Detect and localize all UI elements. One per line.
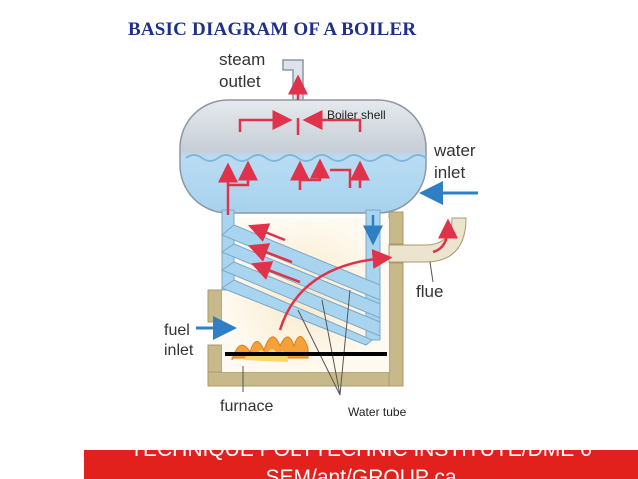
label-furnace: furnace xyxy=(220,398,274,415)
steam-flow-arrows xyxy=(218,74,458,331)
label-inlet: inlet xyxy=(434,163,466,182)
boiler-shell xyxy=(179,99,427,214)
label-water: water xyxy=(434,141,476,160)
label-fuel: fuel xyxy=(164,322,190,339)
footer-line-2: SEM/ant/GROUP ca xyxy=(265,466,457,479)
diagram-title: BASIC DIAGRAM OF A BOILER xyxy=(128,19,417,40)
footer-line-1: TECHNIQUE POLYTECHNIC INSTITUTE/DME 6 xyxy=(84,450,638,464)
black-bar xyxy=(225,352,387,356)
label-outlet: outlet xyxy=(219,72,261,91)
label-water-tube: Water tube xyxy=(348,405,407,419)
label-boiler-shell: Boiler shell xyxy=(327,108,386,122)
steam-outlet-pipe xyxy=(282,59,304,106)
flue-duct xyxy=(388,217,467,263)
label-flue: flue xyxy=(416,282,444,301)
label-steam: steam xyxy=(219,50,266,69)
label-fuel-inlet: inlet xyxy=(164,342,194,359)
footer-banner: TECHNIQUE POLYTECHNIC INSTITUTE/DME 6 SE… xyxy=(84,450,638,479)
